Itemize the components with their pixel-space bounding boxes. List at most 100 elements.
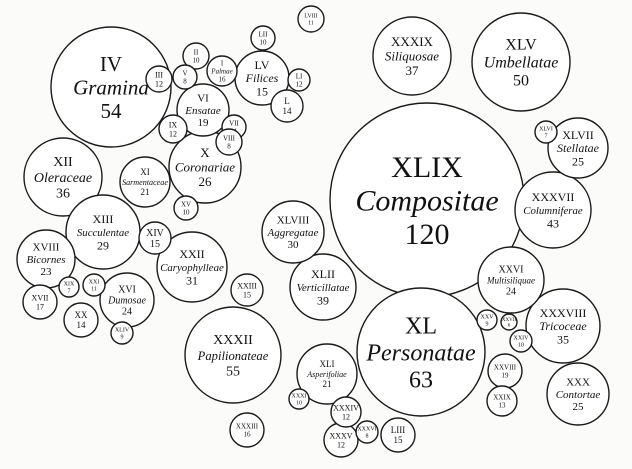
- circle-numeral: XXXII: [213, 333, 253, 348]
- circle-numeral: XXXV: [329, 431, 352, 440]
- circle-numeral: XLI: [320, 359, 335, 369]
- circle-count: 12: [342, 412, 350, 421]
- circle-name: Oleraceae: [34, 171, 92, 186]
- circle-shape: [58, 276, 80, 298]
- circle-numeral: LI: [296, 73, 303, 81]
- circle-shape: [296, 343, 358, 405]
- circle-numeral: XXII: [179, 247, 204, 261]
- circle-numeral: XXV: [481, 315, 495, 321]
- circle-count: 7: [68, 288, 71, 294]
- circle-shape: [287, 68, 311, 92]
- circle-count: 13: [499, 401, 507, 409]
- circle-count: 15: [243, 290, 251, 299]
- circle-count: 10: [193, 56, 201, 64]
- circle-name: Compositae: [355, 185, 498, 218]
- circle-numeral: VIII: [223, 135, 236, 143]
- circle-numeral: XXVIII: [494, 364, 517, 372]
- circle-name: Contortae: [556, 389, 601, 401]
- circle-numeral: V: [182, 70, 187, 78]
- circle-count: 15: [150, 239, 160, 250]
- circle-count: 120: [405, 218, 450, 251]
- circle-numeral: XXI: [89, 280, 100, 286]
- circle-numeral: XLIX: [391, 151, 463, 184]
- circle-shape: [206, 55, 238, 87]
- circle-name: Caryophylleae: [160, 262, 224, 274]
- circle-numeral: LII: [259, 31, 269, 39]
- circle-count: 29: [97, 239, 109, 253]
- circle-numeral: VI: [197, 93, 209, 105]
- circle-shape: [289, 253, 357, 321]
- circle-shape: [355, 420, 379, 444]
- circle-count: 11: [308, 20, 314, 26]
- circle-shape: [82, 273, 106, 297]
- circle-count: 35: [557, 333, 569, 347]
- circle-count: 21: [323, 379, 332, 389]
- circle-shape: [380, 417, 416, 453]
- circle-count: 9: [486, 321, 489, 327]
- circle-numeral: I: [221, 60, 224, 68]
- circle-shape: [500, 313, 518, 331]
- circle-shape: [476, 309, 498, 331]
- circle-numeral: XL: [405, 314, 437, 340]
- circle-count: 14: [283, 106, 293, 116]
- circle-numeral: XVI: [118, 284, 136, 295]
- circle-name: Siliquosae: [385, 49, 439, 64]
- circle-name: Bicornes: [26, 254, 65, 266]
- circle-name: Dumosae: [107, 296, 146, 307]
- circle-name: Tricoceae: [539, 319, 587, 333]
- circle-shape: [297, 5, 325, 33]
- circle-shape: [525, 288, 601, 364]
- circle-numeral: XXIV: [514, 336, 530, 342]
- circle-count: 30: [288, 239, 300, 251]
- circle-count: 37: [406, 63, 420, 78]
- circle-shape: [215, 128, 243, 156]
- circle-shape: [356, 287, 486, 417]
- circle-count: 14: [77, 320, 87, 330]
- circle-name: Personatae: [365, 340, 476, 366]
- circle-count: 10: [260, 38, 268, 46]
- circle-count: 12: [337, 440, 345, 449]
- circle-count: 16: [219, 75, 227, 83]
- circle-numeral: LVIII: [304, 14, 317, 20]
- circle-count: 19: [198, 117, 210, 129]
- circle-shape: [138, 221, 172, 255]
- circle-numeral: XX: [75, 310, 88, 320]
- circle-name: Sarmentaceae: [122, 178, 168, 187]
- circle-shape: [288, 388, 310, 410]
- circle-shape: [229, 412, 265, 448]
- circle-numeral: X: [200, 145, 210, 160]
- circle-numeral: XXXI: [292, 394, 307, 400]
- circle-count: 25: [573, 401, 585, 413]
- circle-shape: [176, 83, 230, 137]
- circle-count: 12: [169, 129, 177, 138]
- circle-numeral: XIII: [93, 212, 114, 226]
- circle-count: 39: [317, 294, 329, 308]
- circle-numeral: XVII: [32, 293, 49, 302]
- circle-numeral: XXIX: [493, 394, 511, 402]
- circle-numeral: L: [284, 96, 290, 106]
- circle-numeral: XLV: [505, 37, 537, 54]
- circle-name: Succulentae: [77, 227, 129, 239]
